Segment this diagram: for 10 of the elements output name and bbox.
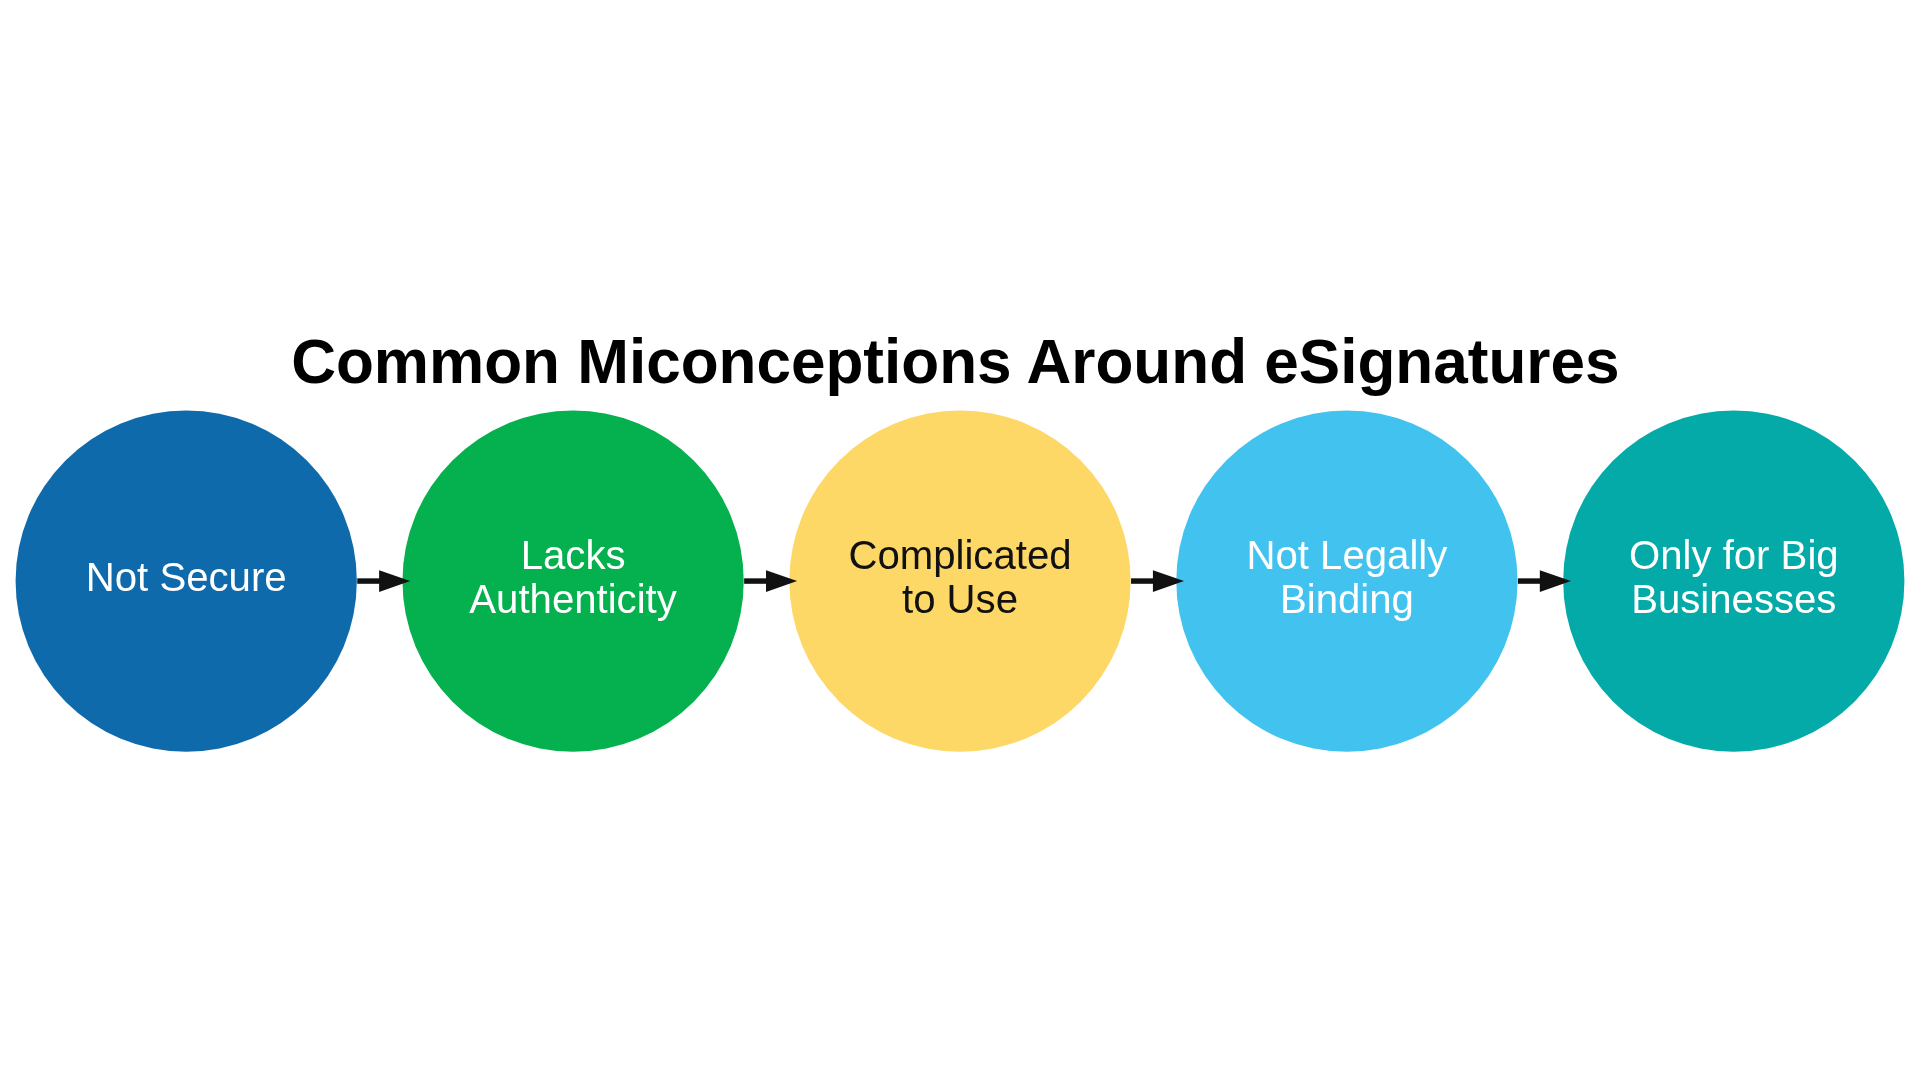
arrow [1517,570,1571,592]
node-circle: Not Legally Binding [1176,410,1518,752]
node-circle: Not Secure [15,410,357,752]
node-circle: Lacks Authenticity [402,410,744,752]
arrow [357,570,411,592]
arrow [1131,570,1185,592]
node-circle: Only for Big Businesses [1563,410,1905,752]
arrow [744,570,798,592]
node-circle: Complicated to Use [789,410,1131,752]
diagram-title: Common Miconceptions Around eSignatures [291,327,1620,397]
